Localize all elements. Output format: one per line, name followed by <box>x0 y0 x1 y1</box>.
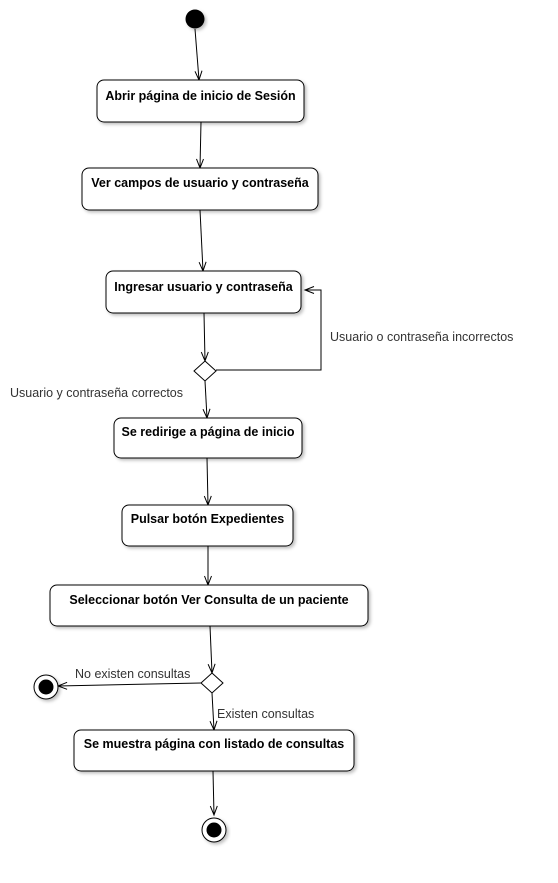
activity-label: Seleccionar botón Ver Consulta de un pac… <box>69 593 348 607</box>
flow-muestra-to-final <box>212 770 215 816</box>
guard-no-consultas: No existen consultas <box>75 667 190 681</box>
guard-incorrect: Usuario o contraseña incorrectos <box>330 330 513 344</box>
activity-redirige: Se redirige a página de inicio <box>113 417 303 459</box>
initial-node <box>185 9 205 29</box>
flow-ver-to-ingresar <box>199 209 204 272</box>
flow-retry-loop <box>216 289 322 371</box>
activity-label: Ingresar usuario y contraseña <box>114 280 294 294</box>
activity-ver-campos: Ver campos de usuario y contraseña <box>81 167 319 211</box>
activity-listado-consultas: Se muestra página con listado de consult… <box>73 729 355 772</box>
activity-label: Abrir página de inicio de Sesión <box>105 89 295 103</box>
activity-label: Pulsar botón Expedientes <box>131 512 285 526</box>
final-node-left <box>33 674 59 700</box>
flow-redirige-to-pulsar <box>206 457 209 506</box>
activity-label: Ver campos de usuario y contraseña <box>91 176 309 190</box>
activity-abrir-sesion: Abrir página de inicio de Sesión <box>96 79 305 123</box>
flow-seleccionar-to-decision <box>209 625 213 674</box>
guard-correct: Usuario y contraseña correctos <box>10 386 183 400</box>
decision-consultas <box>200 672 224 694</box>
flow-start-to-abrir <box>194 28 200 81</box>
flow-decision-to-final-left <box>57 682 202 687</box>
activity-label: Se redirige a página de inicio <box>122 425 295 439</box>
final-node-bottom <box>201 817 227 843</box>
flow-abrir-to-ver <box>199 121 202 169</box>
activity-label: Se muestra página con listado de consult… <box>84 737 345 751</box>
flow-decision-to-muestra <box>211 692 215 731</box>
activity-seleccionar-consulta: Seleccionar botón Ver Consulta de un pac… <box>49 584 369 627</box>
guard-existen-consultas: Existen consultas <box>217 707 314 721</box>
flow-decision-to-redirige <box>204 380 208 419</box>
flow-ingresar-to-decision <box>203 312 206 362</box>
decision-login <box>193 360 217 382</box>
activity-pulsar-expedientes: Pulsar botón Expedientes <box>121 504 294 547</box>
activity-ingresar: Ingresar usuario y contraseña <box>105 270 302 314</box>
